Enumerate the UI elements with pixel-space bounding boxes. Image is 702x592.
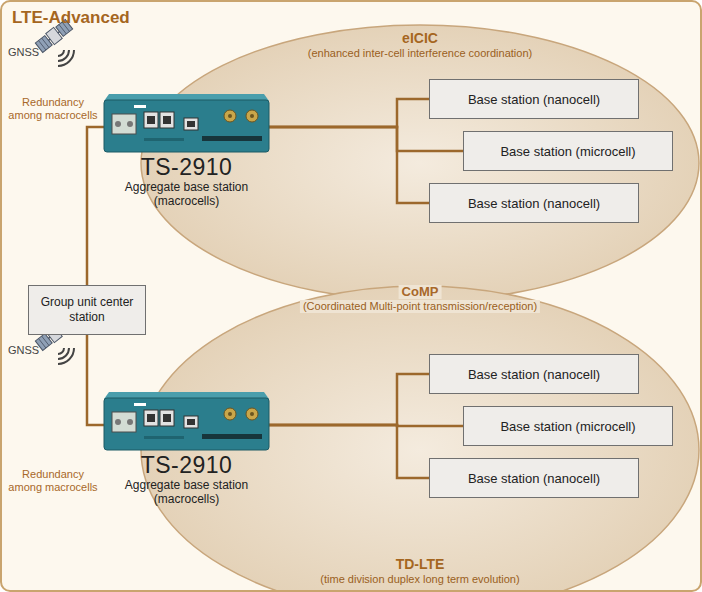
gnss-label: GNSS bbox=[8, 344, 39, 356]
comp-label: CoMP bbox=[399, 285, 442, 299]
region-ellipse: TD-LTE(time division duplex long term ev… bbox=[140, 285, 700, 592]
node-heading: Base station (microcell) bbox=[500, 144, 635, 159]
base-station-box: Base station (nanocell) bbox=[429, 79, 639, 119]
device-node: TS-2910Aggregate base station (macrocell… bbox=[104, 92, 269, 208]
redundancy-note: Redundancy among macrocells bbox=[6, 468, 100, 494]
link-line bbox=[87, 127, 104, 285]
base-station-box: Base station (nanocell) bbox=[429, 354, 639, 394]
node-heading: Base station (nanocell) bbox=[468, 367, 600, 382]
panel-title: LTE-Advanced bbox=[12, 8, 130, 28]
node-heading: Base station (microcell) bbox=[500, 419, 635, 434]
node-heading: Base station (nanocell) bbox=[468, 92, 600, 107]
link-line bbox=[269, 127, 429, 203]
node-heading: eICIC bbox=[140, 30, 700, 46]
center-station-box: Group unit center station bbox=[28, 285, 146, 335]
node-subtext: Aggregate base station (macrocells) bbox=[117, 180, 257, 208]
node-subtext: Aggregate base station (macrocells) bbox=[117, 478, 257, 506]
base-station-box: Base station (nanocell) bbox=[429, 458, 639, 498]
redundancy-note: Redundancy among macrocells bbox=[6, 96, 100, 122]
link-line bbox=[269, 425, 463, 426]
device-node: TS-2910Aggregate base station (macrocell… bbox=[104, 390, 269, 506]
node-subtext: (enhanced inter-cell interference coordi… bbox=[140, 46, 700, 60]
gnss-label: GNSS bbox=[8, 46, 39, 58]
node-heading: Base station (nanocell) bbox=[468, 471, 600, 486]
node-heading: TS-2910 bbox=[104, 452, 269, 478]
base-station-box: Base station (microcell) bbox=[463, 131, 673, 171]
region-shape bbox=[141, 286, 699, 592]
link-line bbox=[269, 425, 429, 478]
node-subtext: (time division duplex long term evolutio… bbox=[140, 572, 700, 586]
link-line bbox=[269, 374, 429, 425]
base-station-box: Base station (microcell) bbox=[463, 406, 673, 446]
node-heading: TD-LTE bbox=[140, 556, 700, 572]
comp-label: (Coordinated Multi-point transmission/re… bbox=[300, 300, 540, 313]
node-heading: Group unit center station bbox=[37, 295, 137, 325]
region-ellipse: eICIC(enhanced inter-cell interference c… bbox=[140, 24, 700, 302]
node-heading: TS-2910 bbox=[104, 154, 269, 180]
base-station-box: Base station (nanocell) bbox=[429, 183, 639, 223]
link-line bbox=[269, 99, 429, 127]
link-line bbox=[269, 127, 463, 151]
node-heading: Base station (nanocell) bbox=[468, 196, 600, 211]
link-line bbox=[87, 335, 104, 425]
